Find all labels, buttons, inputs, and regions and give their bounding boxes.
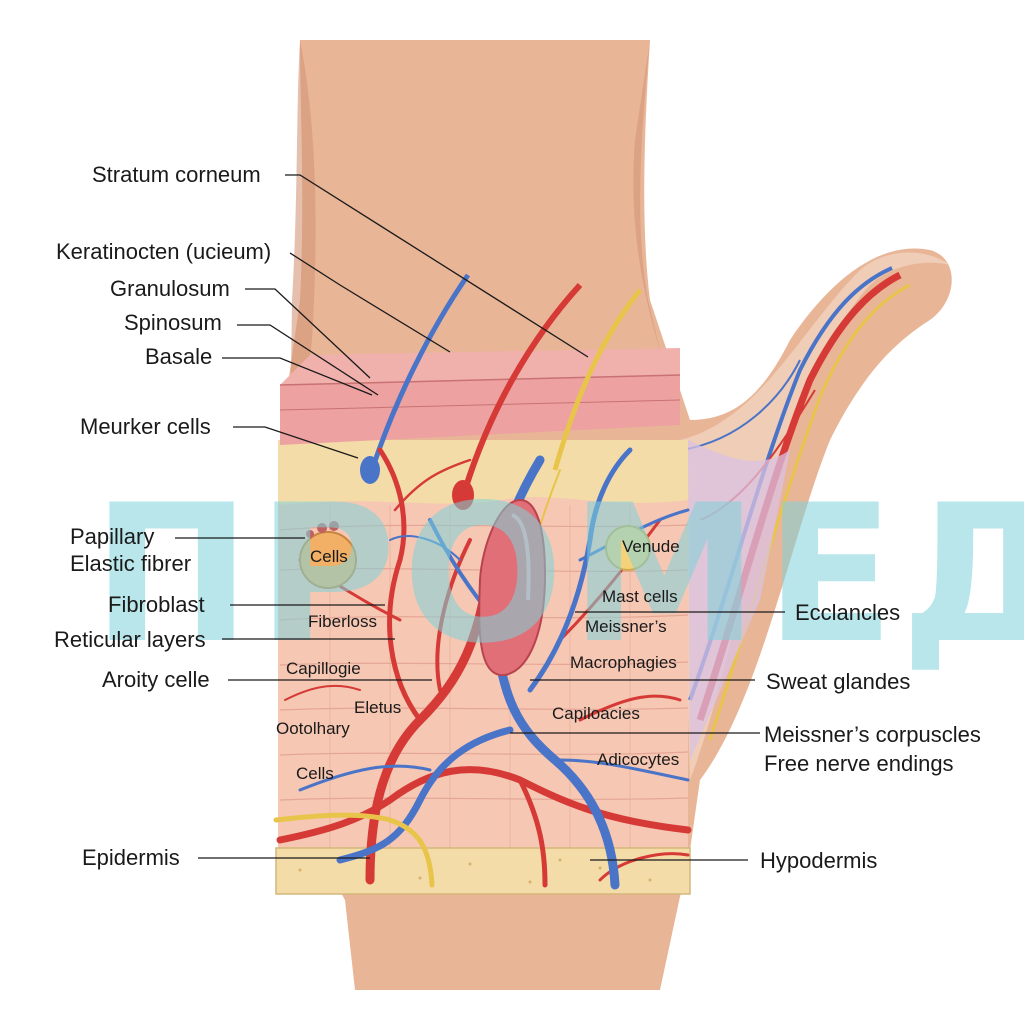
hairs (360, 273, 642, 510)
inner-label-macrophagies: Macrophagies (570, 653, 677, 672)
label-papillary: Papillary (70, 524, 154, 549)
label-free-nerve-endings: Free nerve endings (764, 751, 954, 776)
label-hypodermis: Hypodermis (760, 848, 877, 873)
central-gland (478, 498, 547, 677)
inner-label-meissners: Meissner’s (585, 617, 667, 636)
label-reticular-layers: Reticular layers (54, 627, 206, 652)
label-basale: Basale (145, 344, 212, 369)
inner-label-capillogie: Capillogie (286, 659, 361, 678)
arm-shadow-left (290, 40, 316, 440)
label-elastic-fibrer: Elastic fibrer (70, 551, 191, 576)
cell-bodies (299, 521, 651, 589)
label-sweat-glandes: Sweat glandes (766, 669, 910, 694)
label-spinosum: Spinosum (124, 310, 222, 335)
label-ecclancles: Ecclancles (795, 600, 900, 625)
papillary-layer (278, 440, 688, 505)
inner-label-fiberloss: Fiberloss (308, 612, 377, 631)
label-keratinocten: Keratinocten (ucieum) (56, 239, 271, 264)
label-stratum-corneum: Stratum corneum (92, 162, 261, 187)
inner-label-ootolhary: Ootolhary (276, 719, 350, 738)
arm-shadow-right (633, 40, 660, 350)
epidermis-top (280, 348, 680, 385)
label-meurker-cells: Meurker cells (80, 414, 211, 439)
leader-lines (175, 174, 785, 861)
cell-right (605, 525, 651, 571)
label-fibroblast: Fibroblast (108, 592, 205, 617)
inner-label-capiloacies: Capiloacies (552, 704, 640, 723)
inner-label-cells-bottom: Cells (296, 764, 334, 783)
label-granulosum: Granulosum (110, 276, 230, 301)
inner-label-mast-cells: Mast cells (602, 587, 678, 606)
labels-inner: Cells Venude Mast cells Fiberloss Meissn… (276, 537, 680, 783)
hypodermis-layer (275, 847, 691, 895)
inner-label-eletus: Eletus (354, 698, 401, 717)
label-meissners-corpuscles: Meissner’s corpuscles (764, 722, 981, 747)
labels-left: Stratum corneum Keratinocten (ucieum) Gr… (54, 162, 271, 870)
cell-left (299, 531, 357, 589)
label-aroity-celle: Aroity celle (102, 667, 210, 692)
inner-label-cells-top: Cells (310, 547, 348, 566)
label-epidermis: Epidermis (82, 845, 180, 870)
labels-right: Ecclancles Sweat glandes Meissner’s corp… (760, 600, 981, 873)
watermark: ПРОМЕД (92, 464, 1024, 685)
inner-label-adicocytes: Adicocytes (597, 750, 679, 769)
inner-label-venude: Venude (622, 537, 680, 556)
